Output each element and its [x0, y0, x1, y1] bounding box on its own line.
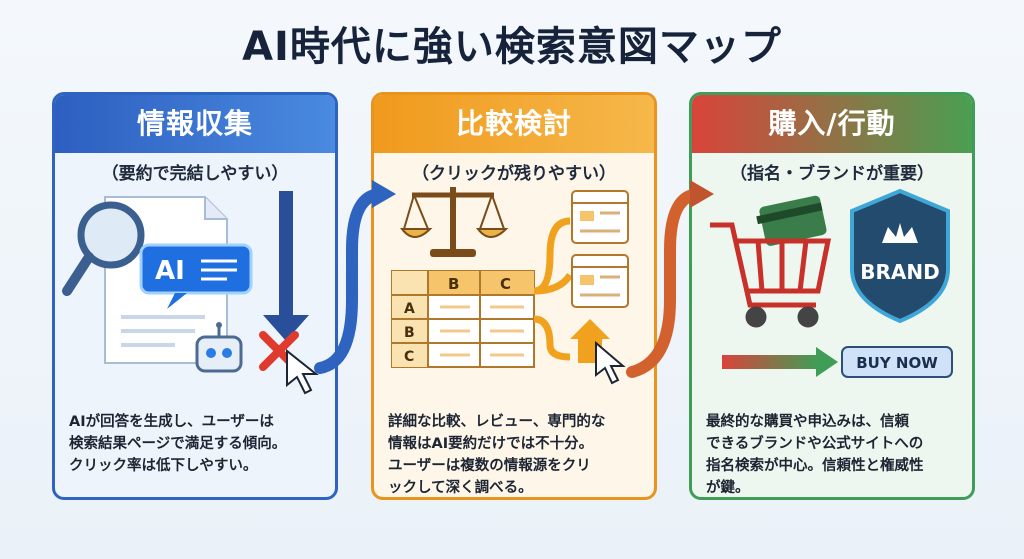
webpage-icon — [571, 190, 629, 244]
magnifier-icon — [62, 201, 145, 296]
panel-comparison: 比較検討 （クリックが残りやすい） B C A B C — [371, 92, 657, 500]
buy-now-label: BUY NOW — [856, 354, 938, 372]
right-arrow-icon — [722, 347, 838, 377]
panel-header: 情報収集 — [55, 95, 335, 153]
crown-icon — [882, 223, 918, 243]
svg-text:A: A — [404, 301, 415, 317]
svg-text:C: C — [404, 349, 414, 365]
panel-illustration: BRAND BUY NOW — [710, 188, 953, 378]
svg-text:B: B — [404, 325, 415, 341]
brand-shield-icon: BRAND — [850, 188, 950, 324]
buy-now-button: BUY NOW — [841, 346, 953, 378]
connector-arrow-1 — [314, 180, 396, 374]
scales-icon — [399, 187, 509, 257]
panel-description: AIが回答を生成し、ユーザーは 検索結果ページで満足する傾向。 クリック率は低下… — [69, 414, 287, 474]
panel-subtitle: （指名・ブランドが重要） — [730, 164, 934, 184]
svg-text:C: C — [500, 275, 511, 293]
panel-subtitle: （要約で完結しやすい） — [101, 164, 289, 184]
table-icon: B C A B C — [391, 270, 535, 368]
ai-chat-icon: AI — [139, 243, 253, 309]
panel-subtitle: （クリックが残りやすい） — [412, 164, 616, 184]
branch-arrows — [533, 217, 573, 361]
panel-info-gathering: 情報収集 （要約で完結しやすい） AI — [52, 92, 338, 500]
cursor-icon — [595, 340, 626, 385]
credit-card-icon — [756, 195, 827, 246]
down-arrow-icon — [263, 191, 309, 341]
panel-illustration: AI — [62, 191, 319, 395]
page-title: AI時代に強い検索意図マップ — [242, 24, 782, 70]
robot-icon — [195, 322, 243, 373]
connector-arrow-2 — [626, 180, 714, 378]
cart-icon — [710, 222, 832, 328]
webpage-icon — [571, 254, 629, 308]
panel-description: 詳細な比較、レビュー、専門的な 情報はAI要約だけでは不十分。 ユーザーは複数の… — [388, 414, 606, 496]
panel-illustration: B C A B C — [391, 187, 629, 385]
svg-text:B: B — [448, 275, 459, 293]
panel-purchase-action: 購入/行動 （指名・ブランドが重要） BRAND — [689, 92, 975, 500]
panel-header: 比較検討 — [374, 95, 654, 153]
brand-label: BRAND — [860, 260, 939, 284]
panel-description: 最終的な購買や申込みは、信頼 できるブランドや公式サイトへの 指名検索が中心。信… — [706, 414, 924, 496]
panel-header: 購入/行動 — [692, 95, 972, 153]
ai-badge-label: AI — [155, 256, 185, 286]
cursor-icon — [286, 348, 319, 395]
